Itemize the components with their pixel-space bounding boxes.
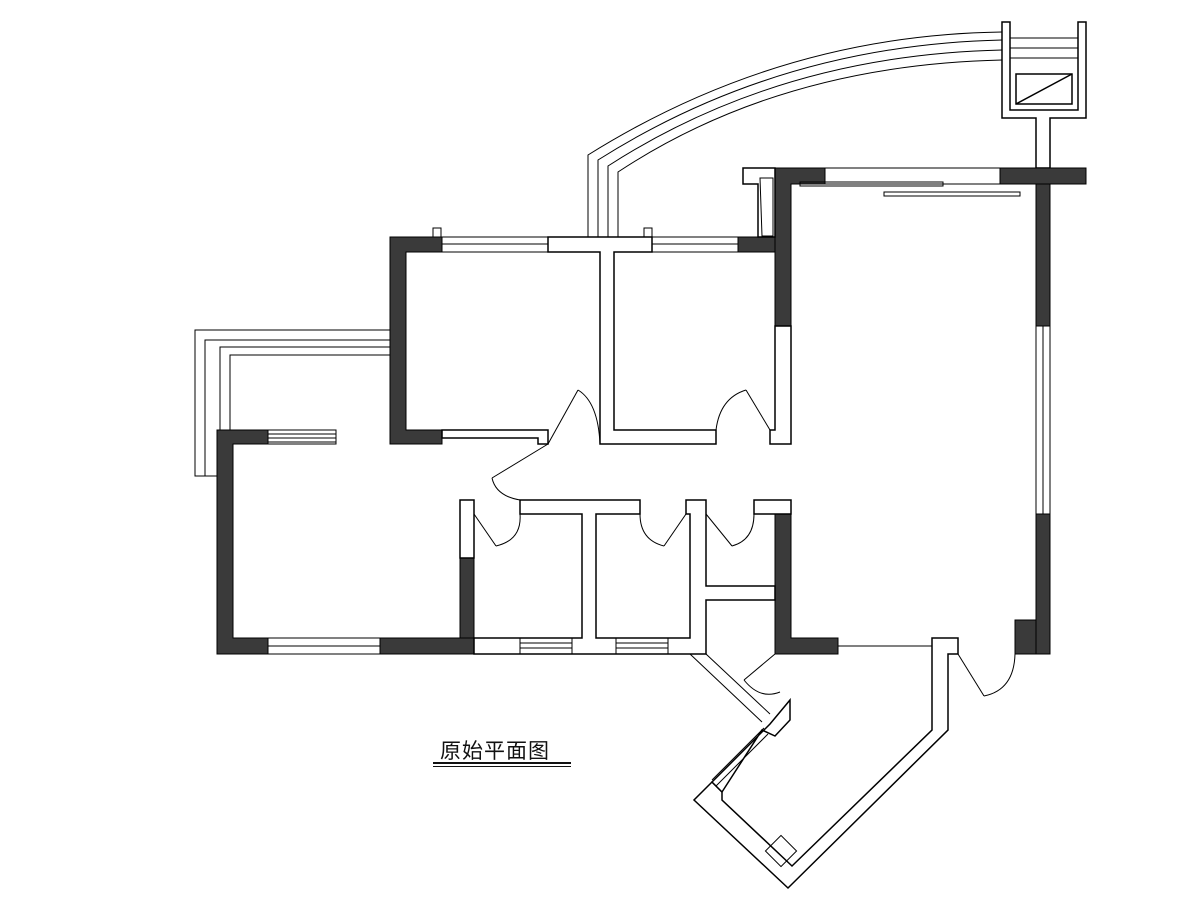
- partition-walls: [267, 167, 1051, 890]
- title-underline-thin: [433, 766, 571, 767]
- left-balcony: [194, 329, 390, 477]
- ac-platform: [1001, 21, 1087, 169]
- doors: [473, 389, 1016, 697]
- plan-title: 原始平面图: [440, 739, 550, 763]
- title-underline: [433, 762, 571, 764]
- load-bearing-walls: [216, 167, 1087, 655]
- curved-balcony: [587, 31, 1003, 237]
